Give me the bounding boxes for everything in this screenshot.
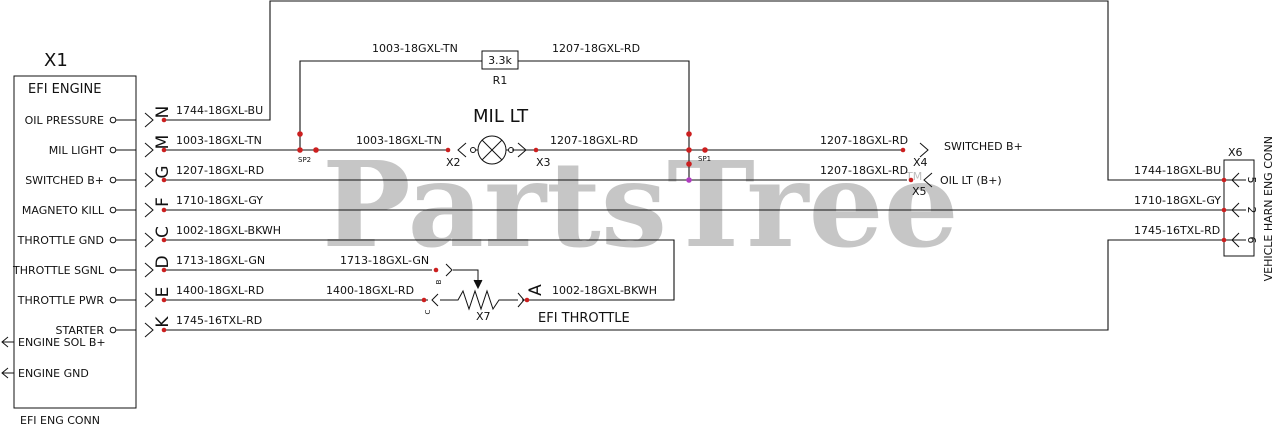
x1-ref: X1 <box>44 50 68 71</box>
x6-ref: X6 <box>1228 146 1243 159</box>
wire-n <box>164 0 1246 181</box>
x1-pin-name: THROTTLE GND <box>17 234 104 247</box>
wire-label: 1713-18GXL-GN <box>176 254 265 267</box>
r1-resistor: 3.3k R1 <box>481 50 519 87</box>
x1-connector: X1 EFI ENGINE EFI ENG CONN OIL PRESSURE … <box>1 50 173 427</box>
splice-dot <box>702 147 708 153</box>
wire-label: 1400-18GXL-RD <box>326 284 414 297</box>
x2-ref: X2 <box>446 156 461 169</box>
x7-caption: EFI THROTTLE <box>538 311 630 326</box>
wire-c <box>164 239 675 301</box>
splice-dot <box>686 147 692 153</box>
wire-label: 1207-18GXL-RD <box>552 42 640 55</box>
x1-pin-names: OIL PRESSURE MIL LIGHT SWITCHED B+ MAGNE… <box>12 114 105 337</box>
junction-dot <box>686 177 692 183</box>
wire-label: 1207-18GXL-RD <box>820 164 908 177</box>
x7-pin: C <box>424 309 432 314</box>
x6-pin: 2 <box>1245 207 1258 214</box>
wire-label: 1207-18GXL-RD <box>550 134 638 147</box>
wire-label: 1003-18GXL-TN <box>356 134 442 147</box>
wire-label: 1744-18GXL-BU <box>176 104 263 117</box>
x1-pin-name: OIL PRESSURE <box>25 114 104 127</box>
sp1-label: SP1 <box>698 155 711 163</box>
x1-pin-name: THROTTLE SGNL <box>12 264 105 277</box>
x1-output-label: ENGINE GND <box>18 367 89 380</box>
x5-connector: X5 OIL LT (B+) <box>908 172 1002 198</box>
x3-ref: X3 <box>536 156 551 169</box>
wire-label: 1207-18GXL-RD <box>176 164 264 177</box>
mil-title: MIL LT <box>473 106 529 127</box>
x4-connector: X4 SWITCHED B+ <box>900 140 1023 169</box>
wire-k <box>164 239 1246 331</box>
x1-pin-letters: N M G F C D E K <box>153 106 173 328</box>
splice-dot <box>686 161 692 167</box>
wire-label: 1710-18GXL-GY <box>1134 194 1221 207</box>
x1-title: EFI ENGINE <box>28 82 101 97</box>
x1-pin-chevrons <box>144 112 154 338</box>
watermark-text: PartsTree <box>322 135 959 274</box>
wire-label: 1745-16TXL-RD <box>1134 224 1220 237</box>
x1-outputs: ENGINE SOL B+ ENGINE GND <box>1 336 106 380</box>
x1-pin-letter: M <box>153 135 173 150</box>
splice-dot <box>297 131 303 137</box>
x1-pin-name: MIL LIGHT <box>49 144 105 157</box>
splice-dot <box>686 131 692 137</box>
x1-pin-letter: E <box>153 287 173 298</box>
wire-label: 1745-16TXL-RD <box>176 314 262 327</box>
x6-caption: VEHICLE HARN ENG CONN <box>1262 136 1275 281</box>
wire-label: 1744-18GXL-BU <box>1134 164 1221 177</box>
sp2-label: SP2 <box>298 156 311 164</box>
wire-label: 1002-18GXL-BKWH <box>552 284 657 297</box>
x1-pin-terminals <box>109 116 136 334</box>
r1-value: 3.3k <box>488 54 512 67</box>
wire-label: 1003-18GXL-TN <box>176 134 262 147</box>
watermark: PartsTree TM <box>322 135 959 274</box>
wire-label: 1003-18GXL-TN <box>372 42 458 55</box>
wire-r1-right <box>518 60 690 180</box>
splice-dot <box>297 147 303 153</box>
wire-label: 1713-18GXL-GN <box>340 254 429 267</box>
x1-pin-letter: F <box>153 197 173 207</box>
x1-pin-name: STARTER <box>55 324 104 337</box>
x6-pin: 5 <box>1245 177 1258 184</box>
wire-labels: 1744-18GXL-BU 1003-18GXL-TN 1207-18GXL-R… <box>176 42 1221 327</box>
r1-ref: R1 <box>493 74 508 87</box>
x4-ref: X4 <box>913 156 928 169</box>
x1-pin-name: THROTTLE PWR <box>17 294 105 307</box>
x6-pin: 6 <box>1245 237 1258 244</box>
wire-label: 1002-18GXL-BKWH <box>176 224 281 237</box>
x1-pin-letter: C <box>153 226 173 238</box>
x6-connector: X6 5 2 6 VEHICLE HARN ENG CONN <box>1221 136 1275 281</box>
x7-throttle: B C A X7 EFI THROTTLE <box>421 263 630 326</box>
x1-pin-name: MAGNETO KILL <box>22 204 105 217</box>
wire-r1-left <box>299 60 482 150</box>
x1-pin-letter: G <box>153 165 173 178</box>
x7-ref: X7 <box>476 310 491 323</box>
x4-label: SWITCHED B+ <box>944 140 1023 153</box>
splices: SP2 SP1 <box>161 117 711 333</box>
wire-label: 1710-18GXL-GY <box>176 194 263 207</box>
x1-caption: EFI ENG CONN <box>20 414 100 427</box>
x1-pin-letter: D <box>153 255 173 268</box>
x1-body <box>13 75 137 409</box>
x5-label: OIL LT (B+) <box>940 174 1002 187</box>
x5-ref: X5 <box>912 185 927 198</box>
x1-pin-letter: N <box>153 106 173 119</box>
wire-label: 1400-18GXL-RD <box>176 284 264 297</box>
x1-output-label: ENGINE SOL B+ <box>18 336 106 349</box>
mil-lamp: MIL LT X2 X3 <box>446 106 551 169</box>
x1-pin-letter: K <box>153 316 173 328</box>
x1-pin-name: SWITCHED B+ <box>25 174 104 187</box>
splice-dot <box>313 147 319 153</box>
potentiometer-icon <box>440 289 518 311</box>
wire-label: 1207-18GXL-RD <box>820 134 908 147</box>
x7-pin: A <box>526 284 546 296</box>
x7-pin: B <box>435 279 443 284</box>
